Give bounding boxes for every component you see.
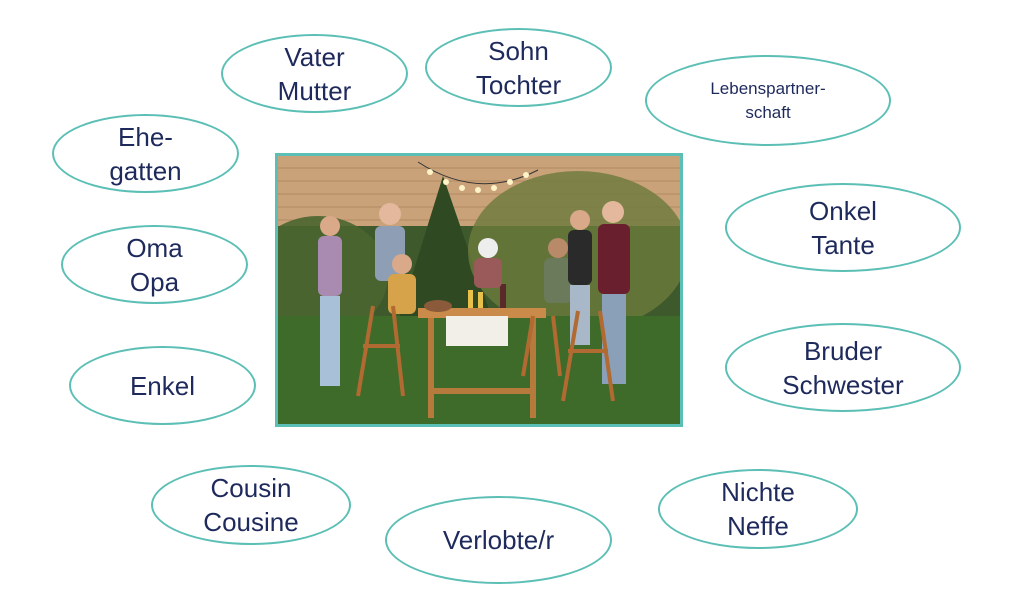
bubble-cousins: Cousin Cousine xyxy=(151,465,351,545)
bubble-fiance: Verlobte/r xyxy=(385,496,612,584)
person-boy-sitting xyxy=(388,254,416,314)
family-dinner-illustration xyxy=(278,156,680,424)
pine-tree xyxy=(398,176,493,321)
person-girl-left xyxy=(318,216,342,386)
table-cloth xyxy=(446,316,508,346)
bubble-grandchild: Enkel xyxy=(69,346,256,425)
bubble-parents: Vater Mutter xyxy=(221,34,408,113)
person-woman-standing xyxy=(568,210,592,345)
person-grandmother-sitting xyxy=(474,238,502,288)
bubble-grandparents: Oma Opa xyxy=(61,225,248,304)
bubble-niece-nephew: Nichte Neffe xyxy=(658,469,858,549)
bubble-spouse: Ehe- gatten xyxy=(52,114,239,193)
person-man-sitting xyxy=(544,238,572,303)
table-top xyxy=(418,308,546,318)
bubble-uncle-aunt: Onkel Tante xyxy=(725,183,961,272)
bubble-partnership: Lebenspartner- schaft xyxy=(645,55,891,146)
bubble-children: Sohn Tochter xyxy=(425,28,612,107)
family-dinner-photo xyxy=(275,153,683,427)
bubble-siblings: Bruder Schwester xyxy=(725,323,961,412)
person-man-standing xyxy=(598,201,630,384)
